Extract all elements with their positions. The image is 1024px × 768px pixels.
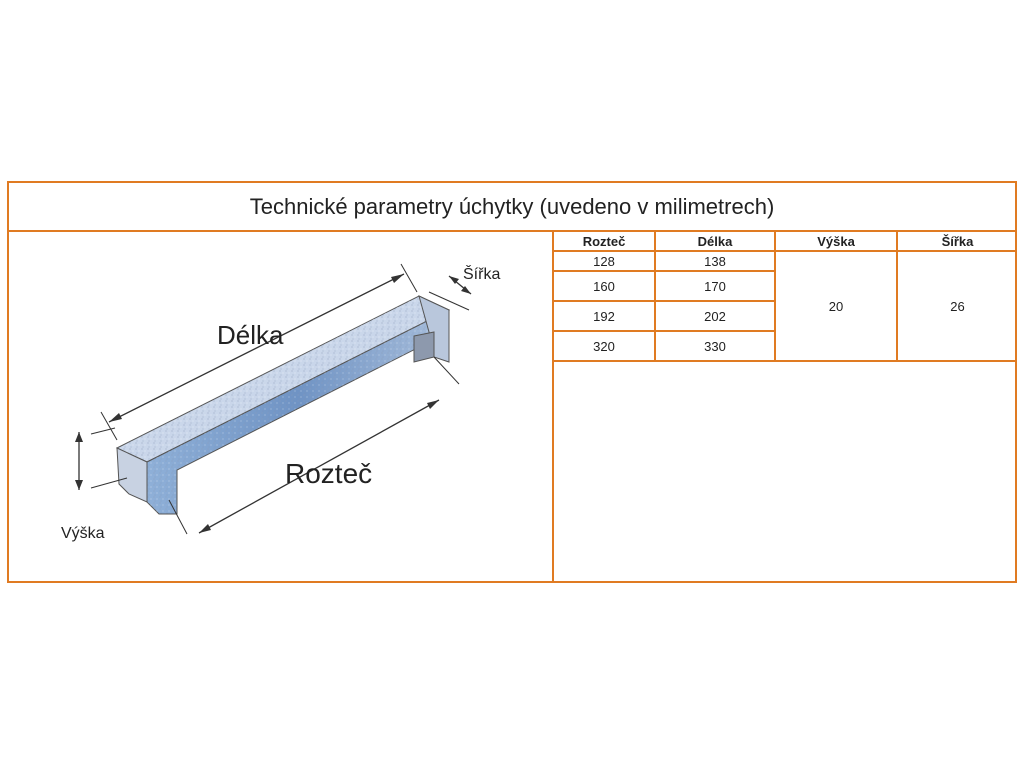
table-row: 192 202 (554, 300, 1017, 332)
cell-delka: 170 (654, 270, 776, 302)
cell-roztec: 320 (554, 330, 656, 362)
roztec-dimension-line (198, 399, 440, 534)
column-divider (552, 230, 554, 581)
header-roztec: Rozteč (554, 232, 656, 252)
delka-label: Délka (217, 320, 284, 350)
table-row: 128 138 20 26 (554, 250, 1017, 362)
parameters-frame: Technické parametry úchytky (uvedeno v m… (7, 181, 1017, 583)
table-header-row: Rozteč Délka Výška Šířka (554, 232, 1017, 252)
table-row: 160 170 (554, 270, 1017, 302)
page-title: Technické parametry úchytky (uvedeno v m… (9, 183, 1015, 232)
header-sirka: Šířka (896, 232, 1017, 252)
cell-delka: 202 (654, 300, 776, 332)
header-delka: Délka (654, 232, 776, 252)
handle-drawing (75, 263, 472, 535)
header-vyska: Výška (774, 232, 898, 252)
vyska-label: Výška (61, 525, 105, 542)
cell-roztec: 160 (554, 270, 656, 302)
sirka-label: Šířka (463, 266, 501, 283)
cell-sirka: 26 (896, 250, 1017, 362)
delka-dimension-line (108, 273, 405, 423)
cell-vyska: 20 (774, 250, 898, 362)
cell-delka: 330 (654, 330, 776, 362)
parameters-table: Rozteč Délka Výška Šířka 128 138 20 26 1… (554, 232, 1017, 362)
roztec-label: Rozteč (285, 458, 373, 489)
cell-delka: 138 (654, 250, 776, 272)
cell-roztec: 128 (554, 250, 656, 272)
handle-illustration: Délka Rozteč Výška Šířka (9, 232, 552, 581)
cell-roztec: 192 (554, 300, 656, 332)
handle-left-leg (116, 447, 148, 503)
handle-right-leg (418, 295, 450, 363)
table-row: 320 330 (554, 330, 1017, 362)
